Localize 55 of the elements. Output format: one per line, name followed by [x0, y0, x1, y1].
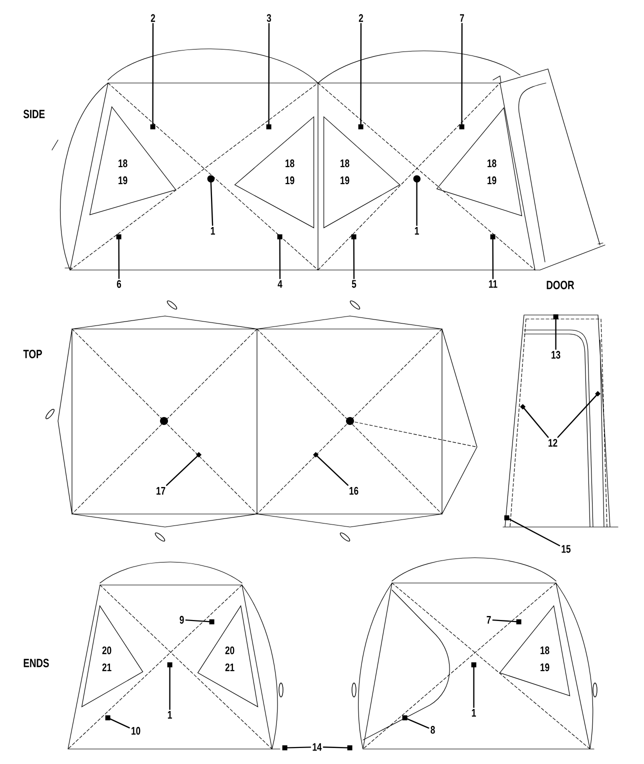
callout-number: 7: [486, 616, 491, 624]
callout-number: 8: [430, 726, 435, 734]
leader-line: [116, 234, 122, 280]
callout-number: 12: [548, 438, 558, 447]
leader-line: [150, 22, 156, 130]
callout-number: 1: [414, 227, 419, 235]
callout-number: 10: [132, 726, 140, 735]
leader-line: [105, 715, 130, 728]
view-label: SIDE: [23, 110, 45, 118]
leader-line: [504, 515, 560, 546]
door-drawing: [502, 314, 618, 528]
leader-line: [207, 175, 214, 226]
leader-line: [185, 619, 214, 624]
leader-line: [266, 23, 272, 130]
leader-line: [166, 452, 202, 486]
callout-number: 2: [150, 14, 156, 22]
leader-line: [553, 314, 558, 350]
leader-line: [492, 619, 522, 624]
callout-number: 3: [266, 14, 272, 22]
callout-number: 1: [168, 711, 172, 719]
end-view-drawing: [68, 562, 284, 750]
view-label: DOOR: [546, 280, 574, 290]
leader-line: [282, 745, 312, 750]
callout-number: 6: [116, 280, 122, 288]
leader-line: [313, 452, 348, 486]
leader-line: [322, 745, 352, 750]
callout-number: 1: [472, 709, 476, 717]
callout-number: 11: [489, 280, 498, 288]
callout-number: 5: [352, 280, 356, 288]
callout-number: 1: [210, 227, 215, 235]
leader-line: [277, 234, 282, 280]
end-view-drawing: [352, 557, 598, 750]
leader-line: [490, 234, 496, 280]
leader-line: [402, 715, 430, 729]
leader-line: [413, 175, 420, 226]
callout-number: 4: [278, 280, 282, 288]
leader-line: [459, 22, 464, 130]
leader-line: [351, 234, 356, 280]
callout-number: 13: [552, 350, 560, 359]
callout-number: 17: [156, 487, 166, 495]
callout-number: 14: [312, 743, 322, 751]
side-view-drawing: [52, 48, 606, 270]
leader-line: [471, 662, 476, 708]
leader-line: [520, 404, 549, 438]
callout-number: 7: [460, 14, 464, 22]
top-view-drawing: [46, 300, 478, 542]
leader-line: [167, 662, 172, 710]
view-label: TOP: [23, 350, 42, 358]
leader-line: [557, 391, 601, 438]
leader-line: [358, 22, 364, 130]
callout-number: 15: [562, 545, 571, 553]
callout-number: 9: [180, 616, 184, 624]
view-label: ENDS: [24, 658, 49, 668]
callout-number: 2: [358, 14, 364, 22]
callout-number: 16: [350, 486, 358, 495]
